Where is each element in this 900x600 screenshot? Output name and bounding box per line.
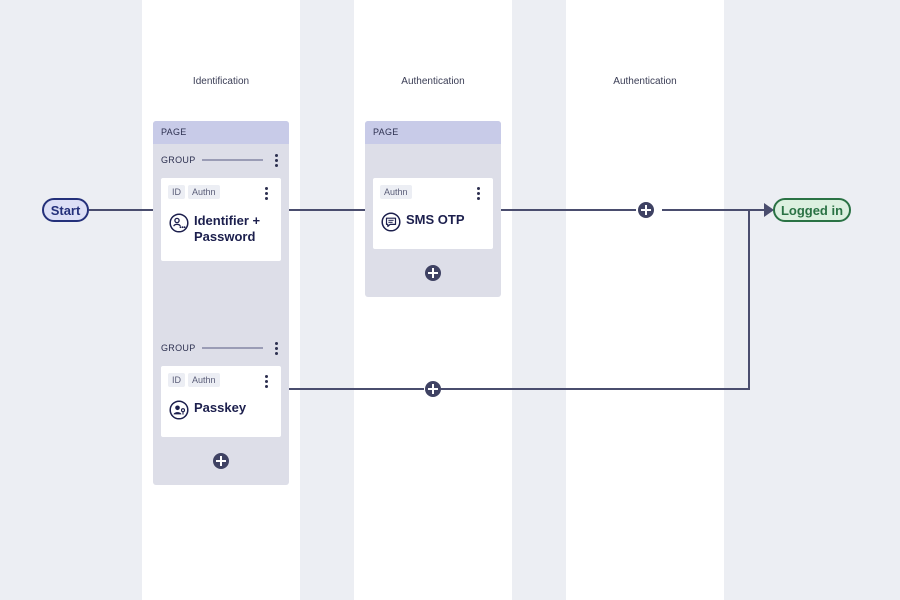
edge-add-to-merge bbox=[441, 210, 750, 390]
page-authentication[interactable]: PAGE Authn SMS OTP bbox=[365, 121, 501, 297]
method-card-passkey[interactable]: ID Authn Passkey bbox=[161, 366, 281, 437]
add-group-button[interactable] bbox=[213, 453, 229, 469]
method-card-sms-otp[interactable]: Authn SMS OTP bbox=[373, 178, 493, 249]
method-name: SMS OTP bbox=[406, 212, 465, 227]
page-identification[interactable]: PAGE GROUP ID Authn Identifier + Passwor… bbox=[153, 121, 289, 485]
identifier-password-icon bbox=[169, 213, 189, 233]
page-label: PAGE bbox=[153, 121, 289, 144]
method-card-identifier-password[interactable]: ID Authn Identifier + Password bbox=[161, 178, 281, 261]
method-name-line2: Password bbox=[194, 229, 256, 244]
column-title: Authentication bbox=[613, 76, 677, 87]
group-label: GROUP bbox=[161, 155, 196, 165]
column-authentication-2: Authentication bbox=[566, 0, 724, 600]
method-name: Passkey bbox=[194, 400, 247, 415]
group-header: GROUP bbox=[161, 153, 281, 167]
group-menu-icon[interactable] bbox=[271, 341, 281, 355]
add-page-button[interactable] bbox=[638, 202, 654, 218]
passkey-icon bbox=[169, 400, 189, 420]
chip-id: ID bbox=[168, 185, 185, 199]
method-name-line1: Identifier + bbox=[194, 213, 261, 228]
add-page-button[interactable] bbox=[425, 381, 441, 397]
group-divider bbox=[201, 159, 263, 161]
start-node[interactable]: Start bbox=[42, 198, 89, 222]
arrow-head bbox=[764, 203, 774, 217]
chip-id: ID bbox=[168, 373, 185, 387]
chip-authn: Authn bbox=[380, 185, 412, 199]
page-label: PAGE bbox=[365, 121, 501, 144]
group-header: GROUP bbox=[161, 341, 281, 355]
add-method-button[interactable] bbox=[425, 265, 441, 281]
group-divider bbox=[201, 347, 263, 349]
chip-authn: Authn bbox=[188, 185, 220, 199]
card-menu-icon[interactable] bbox=[261, 374, 271, 388]
card-menu-icon[interactable] bbox=[261, 186, 271, 200]
card-menu-icon[interactable] bbox=[473, 186, 483, 200]
logged-in-node[interactable]: Logged in bbox=[773, 198, 851, 222]
column-title: Identification bbox=[192, 76, 250, 87]
chip-authn: Authn bbox=[188, 373, 220, 387]
column-title: Authentication bbox=[401, 76, 465, 87]
group-menu-icon[interactable] bbox=[271, 153, 281, 167]
column-authentication-1: Authentication bbox=[354, 0, 512, 600]
group-label: GROUP bbox=[161, 343, 196, 353]
sms-otp-icon bbox=[381, 212, 401, 232]
